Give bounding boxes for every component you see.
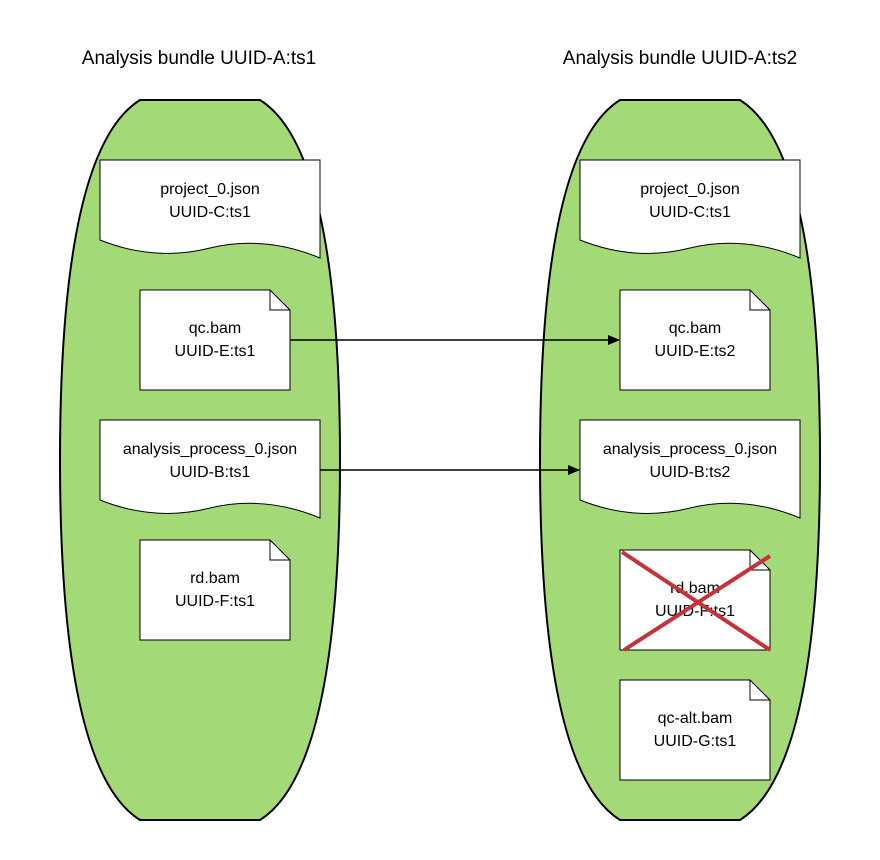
note-fold — [749, 680, 770, 701]
document-shape — [579, 159, 801, 259]
file-uuid-label: UUID-C:ts1 — [649, 204, 731, 221]
file-uuid-label: UUID-B:ts1 — [170, 464, 251, 481]
document-shape — [99, 419, 321, 519]
file-uuid-label: UUID-E:ts1 — [175, 343, 256, 360]
document-shape — [99, 159, 321, 259]
note-shape[interactable] — [139, 539, 291, 641]
file-name-label: qc-alt.bam — [658, 710, 733, 727]
note-fold — [749, 290, 770, 311]
file-name-label: qc.bam — [189, 320, 241, 337]
bundle-title-ts2: Analysis bundle UUID-A:ts2 — [563, 48, 797, 69]
file-name-label: project_0.json — [640, 181, 740, 198]
file-uuid-label: UUID-C:ts1 — [169, 204, 251, 221]
file-uuid-label: UUID-F:ts1 — [175, 593, 255, 610]
file-name-label: qc.bam — [669, 320, 721, 337]
file-uuid-label: UUID-E:ts2 — [655, 343, 736, 360]
note-shape[interactable] — [619, 289, 771, 391]
note-shape[interactable] — [139, 289, 291, 391]
file-name-label: analysis_process_0.json — [603, 441, 777, 458]
note-shape[interactable] — [619, 679, 771, 781]
note-fold — [269, 290, 290, 311]
bundle-title-ts1: Analysis bundle UUID-A:ts1 — [82, 48, 316, 69]
file-uuid-label: UUID-B:ts2 — [650, 464, 731, 481]
file-name-label: analysis_process_0.json — [123, 441, 297, 458]
note-fold — [269, 540, 290, 561]
file-name-label: project_0.json — [160, 181, 260, 198]
document-shape — [579, 419, 801, 519]
cross-out-icon — [620, 550, 772, 652]
file-name-label: rd.bam — [190, 570, 240, 587]
file-uuid-label: UUID-G:ts1 — [654, 733, 737, 750]
